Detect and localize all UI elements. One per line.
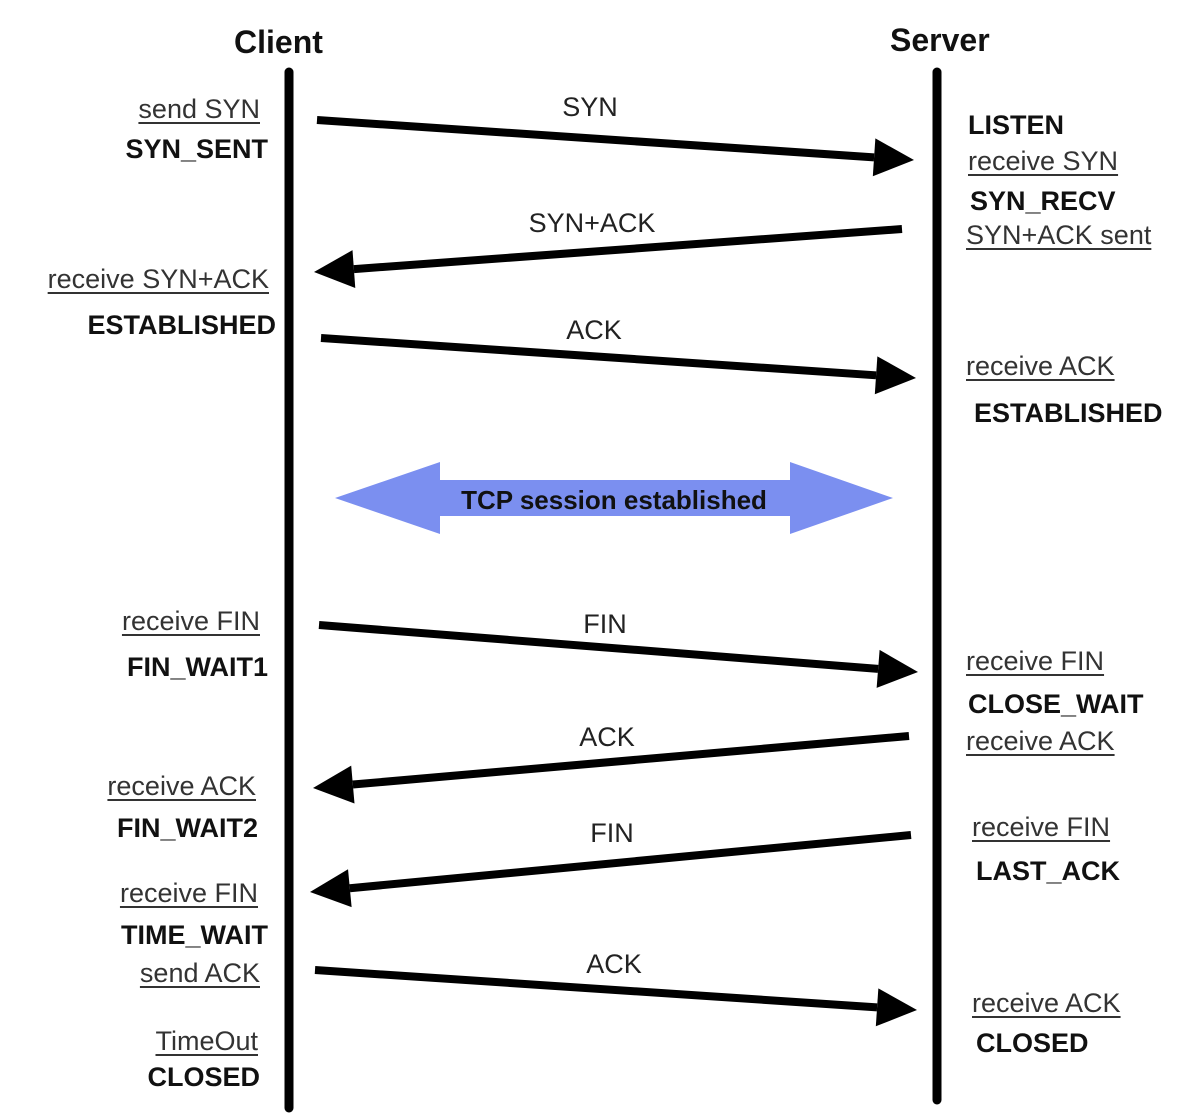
message-arrow-line — [349, 831, 912, 893]
message-arrow-line — [314, 966, 878, 1012]
client-event-label: send ACK — [139, 958, 260, 988]
message-arrow-line — [318, 621, 879, 673]
message-arrowhead — [874, 356, 916, 395]
server-event-label: receive ACK — [972, 988, 1121, 1018]
client-event-label: receive FIN — [119, 878, 258, 908]
server-event-label: receive FIN — [966, 646, 1105, 676]
message-arrowhead — [876, 649, 918, 688]
message-label-fin: FIN — [583, 609, 627, 639]
client-event-label: receive ACK — [107, 771, 256, 801]
message-arrowhead — [872, 138, 914, 177]
client-state-label: SYN_SENT — [125, 134, 268, 164]
client-state-label: CLOSED — [147, 1062, 260, 1092]
client-state-label: TIME_WAIT — [121, 920, 268, 950]
server-state-label: CLOSE_WAIT — [968, 689, 1144, 719]
message-label-syn-ack: SYN+ACK — [528, 208, 656, 238]
client-event-label: send SYN — [138, 94, 260, 124]
message-label-ack: ACK — [566, 315, 622, 345]
server-event-label: receive ACK — [966, 726, 1115, 756]
server-state-label: CLOSED — [976, 1028, 1089, 1058]
client-state-label: FIN_WAIT1 — [126, 652, 268, 682]
message-arrowhead — [314, 250, 356, 289]
message-arrowhead — [310, 869, 352, 908]
message-label-syn: SYN — [562, 92, 618, 122]
server-event-label: receive FIN — [972, 812, 1111, 842]
message-arrow-line — [316, 116, 875, 162]
client-event-label: TimeOut — [155, 1026, 258, 1056]
message-arrowhead — [875, 988, 917, 1027]
client-event-label: receive SYN+ACK — [47, 264, 269, 294]
session-banner-arrow — [335, 462, 893, 534]
client-state-label: ESTABLISHED — [87, 310, 276, 340]
message-label-fin-2: FIN — [590, 818, 634, 848]
server-event-label: SYN+ACK sent — [966, 220, 1152, 250]
server-event-label: receive ACK — [966, 351, 1115, 381]
server-event-label: receive SYN — [968, 146, 1119, 176]
client-event-label: receive FIN — [121, 606, 260, 636]
server-state-label: SYN_RECV — [970, 186, 1116, 216]
client-state-label: FIN_WAIT2 — [116, 813, 258, 843]
server-state-label: ESTABLISHED — [974, 398, 1163, 428]
server-state-label: LISTEN — [968, 110, 1065, 140]
client-header: Client — [234, 24, 323, 60]
message-label-ack-2: ACK — [579, 722, 635, 752]
message-arrow-line — [320, 334, 877, 380]
server-state-label: LAST_ACK — [976, 856, 1121, 886]
message-arrow-line — [353, 225, 903, 274]
message-arrowhead — [313, 765, 355, 804]
message-label-ack-3: ACK — [586, 949, 642, 979]
session-banner-label: TCP session established — [461, 485, 767, 515]
message-arrow-line — [352, 732, 910, 789]
server-header: Server — [890, 22, 990, 58]
